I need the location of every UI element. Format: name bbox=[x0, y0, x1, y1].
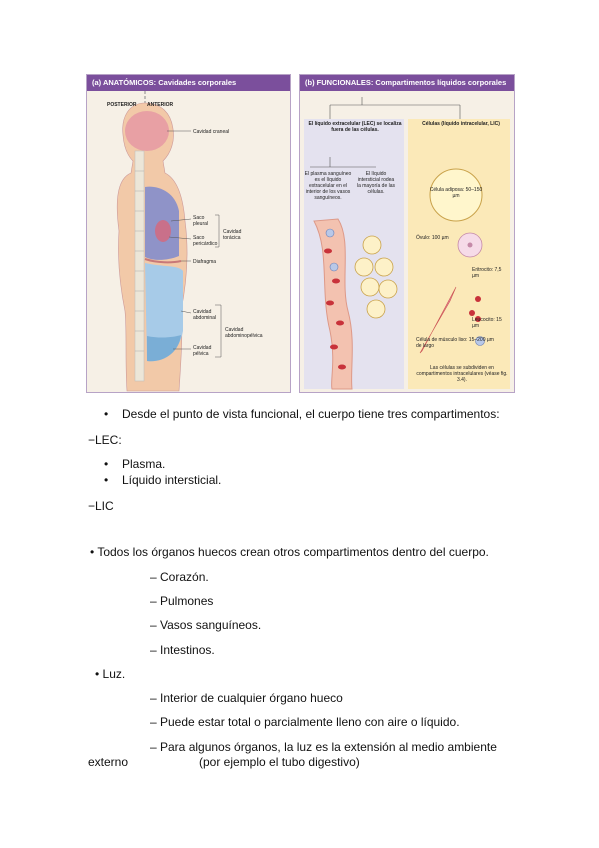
example-text: (por ejemplo el tubo digestivo) bbox=[199, 755, 360, 769]
lic-heading: −LIC bbox=[88, 499, 114, 513]
interstitial-label: El líquido intersticial rodea la mayoría… bbox=[356, 171, 396, 195]
thoracic-label: Cavidad torácica bbox=[223, 229, 242, 241]
anterior-label: ANTERIOR bbox=[147, 102, 174, 108]
bullet-icon: • bbox=[104, 473, 109, 487]
lic-title: Células (líquido intracelular, LIC) bbox=[422, 121, 500, 127]
bullet-icon: • bbox=[104, 407, 109, 421]
erythrocyte-label: Eritrocito: 7,5 µm bbox=[472, 267, 502, 279]
lec-heading: −LEC: bbox=[88, 433, 122, 447]
adipose-label: Célula adiposa: 50–150 µm bbox=[429, 187, 483, 199]
organs-line: • Todos los órganos huecos crean otros c… bbox=[90, 545, 489, 559]
extension-item: – Para algunos órganos, la luz es la ext… bbox=[150, 740, 497, 754]
functional-line: Desde el punto de vista funcional, el cu… bbox=[122, 407, 500, 421]
luz-line: • Luz. bbox=[95, 667, 126, 681]
pleural-label: Saco pleural bbox=[193, 215, 209, 227]
cranial-label: Cavidad craneal bbox=[193, 129, 230, 135]
heart-item: – Corazón. bbox=[150, 570, 209, 584]
figure-anatomical-cavities: (a) ANATÓMICOS: Cavidades corporales bbox=[86, 74, 291, 393]
posterior-label: POSTERIOR bbox=[107, 102, 137, 108]
ovum-label: Óvulo: 100 µm bbox=[416, 235, 449, 241]
abdominopelvic-cavity bbox=[145, 263, 183, 362]
lec-title: El líquido extracelular (LEC) se localiz… bbox=[308, 121, 402, 133]
muscle-label: Célula de músculo liso: 15–200 µm de lar… bbox=[416, 337, 494, 349]
leukocyte-label: Leucocito: 15 µm bbox=[472, 317, 502, 329]
plasma-label: El plasma sanguíneo es el líquido extrac… bbox=[304, 171, 352, 201]
interstitial-item: Líquido intersticial. bbox=[122, 473, 222, 487]
vessels-item: – Vasos sanguíneos. bbox=[150, 618, 262, 632]
figure-b-header: (b) FUNCIONALES: Compartimentos líquidos… bbox=[300, 75, 514, 91]
filled-item: – Puede estar total o parcialmente lleno… bbox=[150, 715, 460, 729]
figure-a-header: (a) ANATÓMICOS: Cavidades corporales bbox=[87, 75, 290, 91]
fluid-compartments-illustration bbox=[304, 97, 510, 390]
cranial-cavity bbox=[125, 111, 169, 151]
lungs-item: – Pulmones bbox=[150, 594, 214, 608]
pericardial-sac bbox=[155, 220, 171, 242]
diaphragm-label: Diafragma bbox=[193, 259, 217, 265]
figure-functional-compartments: (b) FUNCIONALES: Compartimentos líquidos… bbox=[299, 74, 515, 393]
abdominal-label: Cavidad abdominal bbox=[193, 309, 217, 321]
bullet-icon: • bbox=[104, 457, 109, 471]
pericardial-label: Saco pericárdico bbox=[193, 235, 218, 247]
externo-text: externo bbox=[88, 755, 129, 769]
note-label: Las células se subdividen en compartimen… bbox=[416, 365, 508, 383]
abdominopelvic-label: Cavidad abdominopélvica bbox=[225, 327, 263, 339]
intestines-item: – Intestinos. bbox=[150, 643, 215, 657]
interior-item: – Interior de cualquier órgano hueco bbox=[150, 691, 343, 705]
body-cavities-illustration bbox=[116, 91, 222, 392]
plasma-item: Plasma. bbox=[122, 457, 166, 471]
pelvic-label: Cavidad pélvica bbox=[193, 345, 212, 357]
